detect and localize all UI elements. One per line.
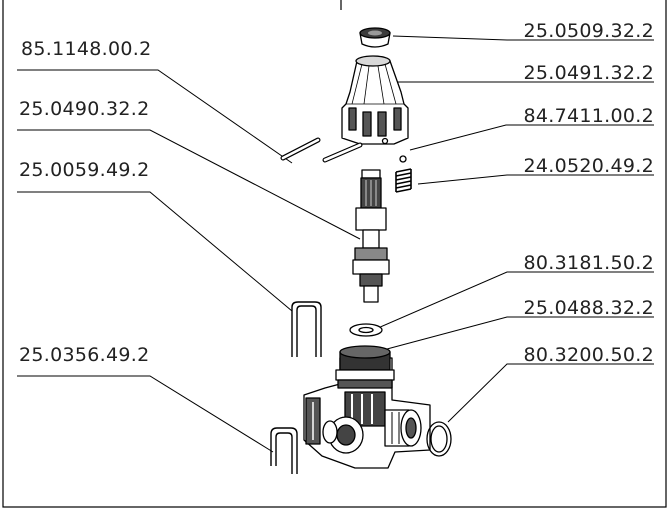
leader-clip-upper — [17, 191, 293, 312]
part-labels: 25.0509.32.2 25.0491.32.2 85.1148.00.2 2… — [19, 20, 654, 366]
leader-clip-lower — [17, 375, 274, 453]
label-clip-upper: 25.0059.49.2 — [19, 159, 150, 181]
clip-upper-part — [291, 301, 322, 357]
valve-body-part — [303, 345, 431, 469]
leader-pins — [17, 69, 293, 164]
ball-part — [399, 155, 407, 163]
label-ball: 84.7411.00.2 — [523, 105, 654, 127]
label-body: 25.0488.32.2 — [523, 297, 654, 319]
leader-ball — [409, 124, 654, 151]
knob-part — [341, 55, 409, 145]
leader-o-ring — [447, 363, 654, 423]
washer-part — [349, 323, 383, 337]
leader-body — [386, 316, 654, 350]
label-pins: 85.1148.00.2 — [21, 38, 152, 60]
label-cap: 25.0509.32.2 — [523, 20, 654, 42]
label-washer: 80.3181.50.2 — [523, 252, 654, 274]
label-o-ring: 80.3200.50.2 — [523, 344, 654, 366]
leader-stem — [17, 129, 361, 240]
clip-lower-part — [270, 427, 298, 474]
o-ring-part — [426, 421, 452, 457]
label-knob: 25.0491.32.2 — [523, 62, 654, 84]
label-spring: 24.0520.49.2 — [523, 155, 654, 177]
label-clip-lower: 25.0356.49.2 — [19, 344, 150, 366]
stem-part — [352, 169, 390, 303]
pins-part — [280, 137, 363, 163]
spring-part — [395, 168, 412, 193]
leader-cap — [392, 35, 654, 41]
leader-spring — [417, 174, 654, 185]
leader-lines — [17, 35, 654, 453]
cap-part — [359, 27, 391, 48]
leader-washer — [377, 271, 654, 329]
label-stem: 25.0490.32.2 — [19, 98, 150, 120]
